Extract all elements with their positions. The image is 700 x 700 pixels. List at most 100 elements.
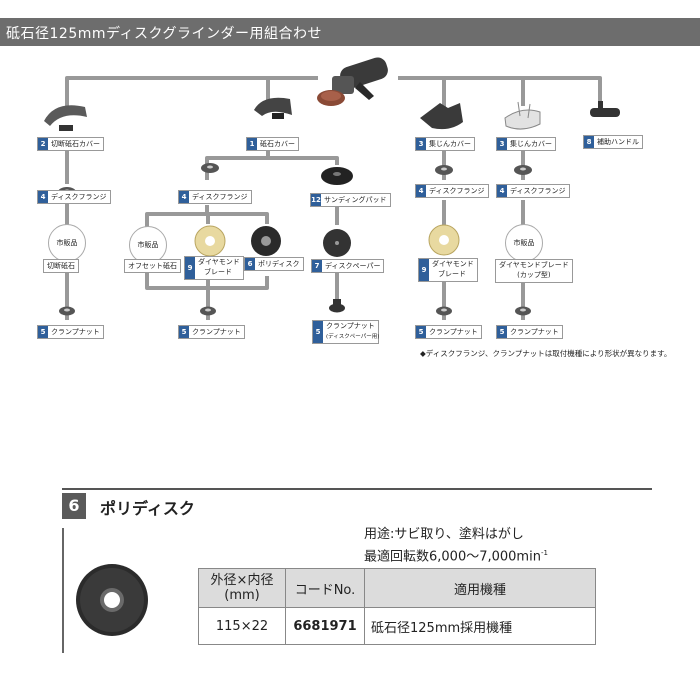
label-number: 3 (416, 138, 426, 150)
label-text: 補助ハンドル (597, 138, 639, 146)
label-diamond-cup: ダイヤモンドブレード(カップ型) (495, 259, 573, 283)
panel-top-rule (62, 488, 652, 490)
flange-note: ◆ディスクフランジ、クランプナットは取付機種により形状が異なります。 (420, 349, 672, 358)
dust-cover-a-image (420, 103, 463, 130)
label-number: 5 (38, 326, 48, 338)
label-text: (カップ型) (517, 271, 551, 279)
header-code: コードNo. (285, 568, 365, 608)
header-size: 外径×内径(mm) (198, 568, 286, 608)
header-size-unit: (mm) (224, 588, 260, 603)
cut-cover-image (44, 105, 87, 126)
dust-cover-b-image (504, 109, 541, 130)
product-panel: 6 ポリディスク 用途:サビ取り、塗料はがし 最適回転数6,000〜7,000m… (62, 488, 652, 653)
label-text: ブレード (438, 270, 466, 278)
label-number: 5 (313, 321, 323, 343)
label-text: クランプナット (429, 328, 478, 336)
wheel-cover-image (254, 97, 292, 116)
clamp-nut-b-image (200, 306, 216, 316)
label-text: 集じんカバー (429, 140, 471, 148)
label-number: 9 (419, 259, 429, 281)
grinder-image (317, 57, 388, 106)
label-number: 3 (497, 138, 507, 150)
spec-table: 外径×内径(mm) コードNo. 適用機種 115×22 6681971 砥石径… (198, 568, 596, 645)
label-text: 切断砥石カバー (51, 140, 100, 148)
market-product-c: 市販品 (505, 224, 543, 262)
label-number: 7 (312, 260, 322, 272)
label-text: ダイヤモンド (432, 260, 474, 268)
label-number: 9 (185, 257, 195, 279)
flange-d-image (514, 165, 532, 175)
label-number: 4 (416, 185, 426, 197)
label-text: 集じんカバー (510, 140, 552, 148)
label-number: 4 (38, 191, 48, 203)
label-text: クランプナット (510, 328, 559, 336)
header-size-text: 外径×内径 (210, 573, 274, 588)
label-number: 2 (38, 138, 48, 150)
flange-c-image (435, 165, 453, 175)
label-text: ポリディスク (258, 260, 300, 268)
side-handle-image (590, 101, 620, 117)
label-text: ディスクフランジ (51, 193, 107, 201)
label-text: ディスクフランジ (192, 193, 248, 201)
label-text: 砥石カバー (260, 140, 295, 148)
usage-text: 用途:サビ取り、塗料はがし (364, 527, 524, 542)
label-text: (ディスクペーパー用) (326, 334, 380, 340)
panel-left-rule (62, 528, 64, 653)
market-product-a: 市販品 (48, 224, 86, 262)
product-title: ポリディスク (100, 499, 195, 518)
speed-text: 最適回転数6,000〜7,000min-1 (364, 544, 548, 566)
clamp-nut-a-image (59, 306, 75, 316)
label-text: ディスクペーパー (325, 262, 381, 270)
label-text: サンディングパッド (324, 196, 387, 204)
label-text: ディスクフランジ (510, 187, 566, 195)
flange-b-image (201, 163, 219, 173)
spec-header-row: 外径×内径(mm) コードNo. 適用機種 (198, 568, 596, 608)
cell-code: 6681971 (285, 607, 365, 645)
market-product-b: 市販品 (129, 226, 167, 264)
clamp-nut-c-image (329, 299, 345, 313)
disc-paper-image (323, 229, 351, 257)
diamond-blade-a-image (194, 225, 226, 257)
spec-row: 115×22 6681971 砥石径125mm採用機種 (198, 607, 596, 645)
sanding-pad-image (321, 167, 353, 185)
label-text: ダイヤモンド (198, 258, 240, 266)
label-number: 5 (179, 326, 189, 338)
polydisc-large-image (76, 564, 148, 636)
header-model: 適用機種 (364, 568, 596, 608)
label-offset-wheel: オフセット砥石 (124, 259, 181, 273)
label-text: クランプナット (51, 328, 100, 336)
label-number: 1 (247, 138, 257, 150)
label-number: 5 (497, 326, 507, 338)
label-text: ブレード (204, 268, 232, 276)
label-text: クランプナット (192, 328, 241, 336)
cell-size: 115×22 (198, 607, 286, 645)
speed-unit-exponent: -1 (540, 549, 548, 557)
label-number: 4 (179, 191, 189, 203)
header-title: 砥石径125mmディスクグラインダー用組合わせ (6, 26, 322, 42)
label-number: 8 (584, 136, 594, 148)
polydisc-small-image (251, 226, 281, 256)
label-cut-wheel: 切断砥石 (43, 259, 79, 273)
product-usage: 用途:サビ取り、塗料はがし 最適回転数6,000〜7,000min-1 (364, 526, 548, 566)
clamp-nut-d-image (436, 306, 452, 316)
speed-value: 最適回転数6,000〜7,000min (364, 549, 541, 565)
cell-model: 砥石径125mm採用機種 (364, 607, 596, 645)
